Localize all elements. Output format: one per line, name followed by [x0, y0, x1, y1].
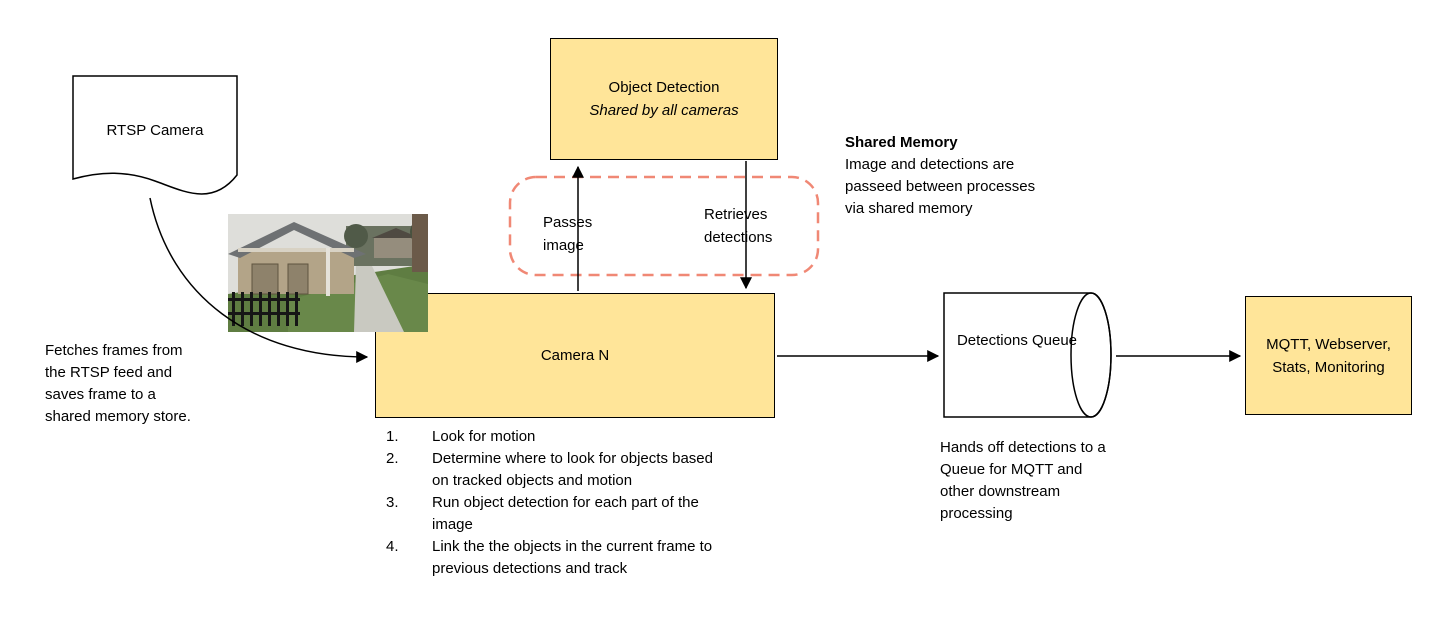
outputs-node: MQTT, Webserver, Stats, Monitoring: [1245, 296, 1412, 415]
retrieves-detections-label: Retrieves detections: [704, 206, 773, 246]
camera-step: 1. Look for motion: [380, 426, 750, 448]
outputs-label: MQTT, Webserver, Stats, Monitoring: [1266, 335, 1391, 376]
step-number: 4.: [386, 538, 399, 555]
step-number: 1.: [386, 428, 399, 445]
fetch-frames-note: Fetches frames from the RTSP feed and sa…: [45, 342, 191, 425]
step-number: 2.: [386, 450, 399, 467]
object-detection-title: Object Detection: [608, 79, 720, 96]
object-detection-node: Object Detection Shared by all cameras: [550, 38, 778, 160]
shared-memory-note-body: Image and detections are passeed between…: [845, 156, 1036, 217]
document-shape: [72, 75, 238, 195]
camera-snapshot: [228, 214, 438, 332]
step-text: Link the the objects in the current fram…: [432, 538, 713, 577]
object-detection-subtitle: Shared by all cameras: [589, 102, 739, 119]
queue-handoff-note: Hands off detections to a Queue for MQTT…: [940, 439, 1106, 522]
camera-step: 3. Run object detection for each part of…: [380, 492, 750, 536]
rtsp-camera-label: RTSP Camera: [106, 122, 204, 139]
camera-n-node: Camera N: [375, 293, 775, 418]
step-text: Run object detection for each part of th…: [432, 494, 699, 533]
queue-shape: [943, 292, 1112, 418]
step-number: 3.: [386, 494, 399, 511]
shared-memory-region: [508, 175, 820, 277]
shared-memory-note-title: Shared Memory: [845, 134, 958, 151]
shared-memory-note: Shared Memory Image and detections are p…: [845, 132, 1045, 220]
camera-step: 4. Link the the objects in the current f…: [380, 536, 750, 580]
passes-image-label: Passes image: [543, 214, 593, 254]
rtsp-camera-node: RTSP Camera: [72, 75, 238, 215]
step-text: Determine where to look for objects base…: [432, 450, 713, 489]
camera-n-label: Camera N: [540, 347, 610, 364]
step-text: Look for motion: [432, 428, 536, 445]
camera-step: 2. Determine where to look for objects b…: [380, 448, 750, 492]
camera-steps-list: 1. Look for motion 2. Determine where to…: [380, 426, 750, 580]
detections-queue-node: Detections Queue: [943, 291, 1115, 421]
detections-queue-label: Detections Queue: [956, 332, 1078, 349]
